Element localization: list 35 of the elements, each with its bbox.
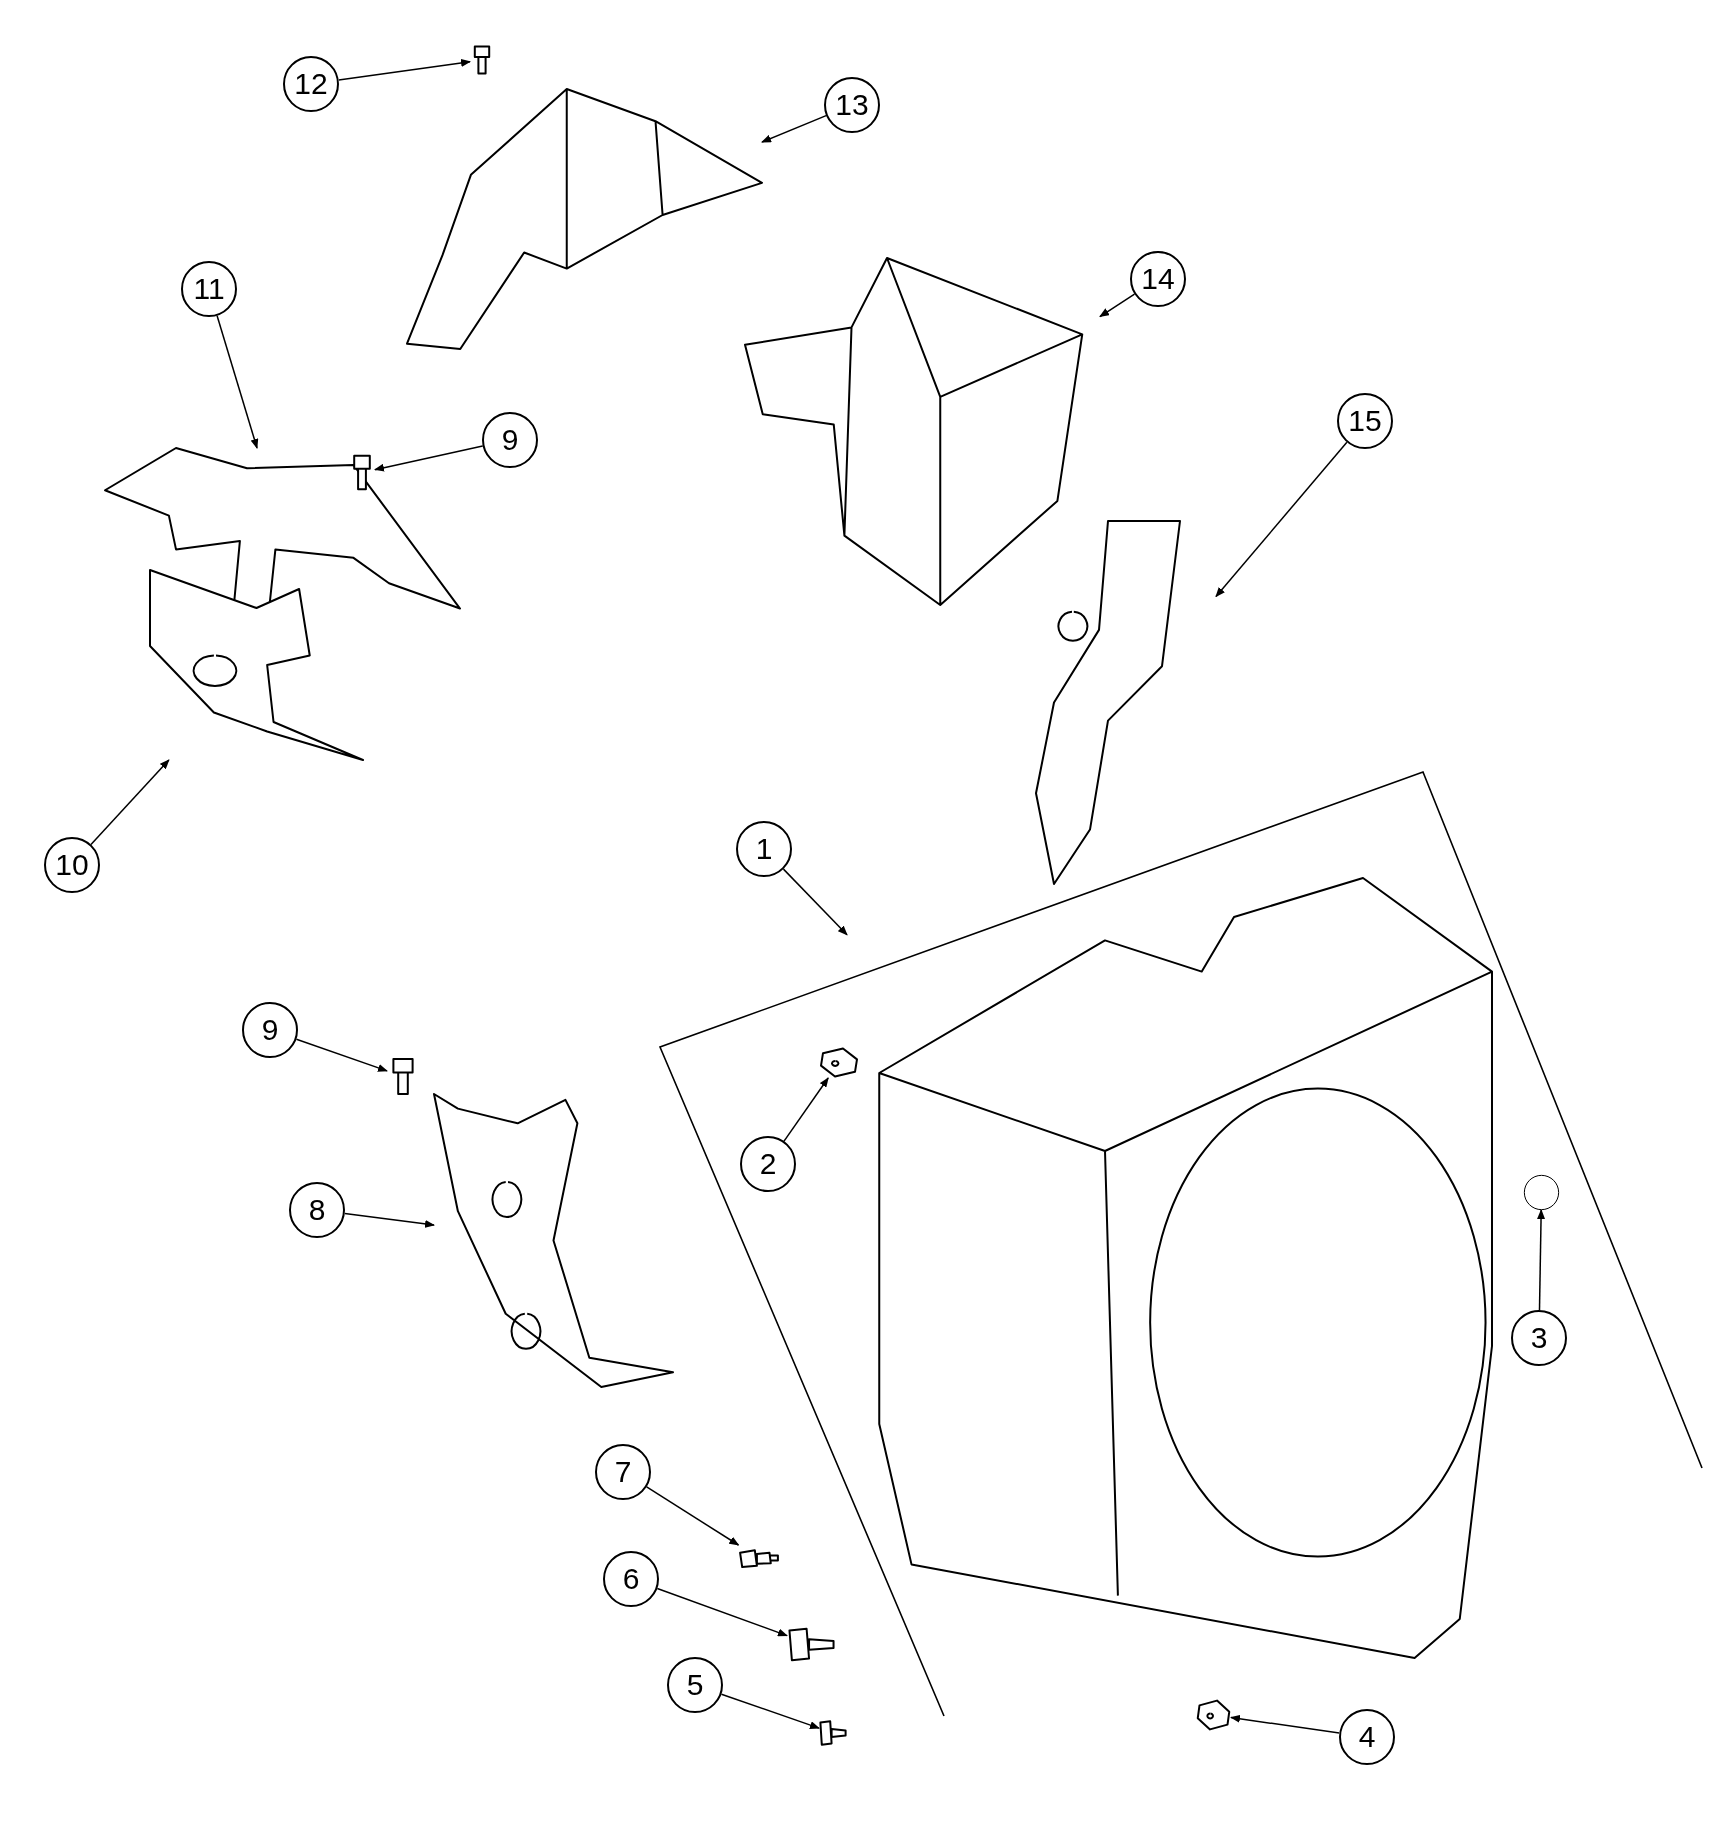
callout-number: 9 xyxy=(482,412,538,468)
callout-number: 1 xyxy=(736,821,792,877)
leader-arrow xyxy=(1215,441,1348,598)
callout-number: 13 xyxy=(824,77,880,133)
callout-number: 4 xyxy=(1339,1709,1395,1765)
leader-arrow xyxy=(1230,1714,1341,1734)
leader-arrow xyxy=(216,315,259,449)
leader-arrow xyxy=(338,58,471,81)
callout-number: 14 xyxy=(1130,251,1186,307)
nut-drawing xyxy=(1196,1699,1231,1731)
callout-number: 15 xyxy=(1337,393,1393,449)
leader-arrow xyxy=(645,1486,740,1546)
callout-number: 5 xyxy=(667,1657,723,1713)
leader-arrow xyxy=(374,445,484,472)
callout-number: 12 xyxy=(283,56,339,112)
leader-arrow xyxy=(1099,293,1136,318)
leader-arrow xyxy=(783,1077,829,1142)
callout-number: 8 xyxy=(289,1182,345,1238)
callout-number: 11 xyxy=(181,261,237,317)
plug-drawing xyxy=(1524,1175,1559,1210)
leader-arrow xyxy=(344,1212,435,1228)
callout-number: 9 xyxy=(242,1002,298,1058)
sheet-metal-shield-drawing xyxy=(434,1094,673,1387)
nut-drawing xyxy=(819,1047,859,1078)
screw-drawing xyxy=(787,1627,836,1662)
leader-arrow xyxy=(1537,1209,1546,1311)
callout-number: 7 xyxy=(595,1444,651,1500)
callout-number: 3 xyxy=(1511,1310,1567,1366)
callout-number: 2 xyxy=(740,1136,796,1192)
sheet-metal-shield-drawing xyxy=(150,570,363,760)
leader-arrow xyxy=(90,759,170,846)
leader-arrow xyxy=(782,868,848,936)
screw-drawing xyxy=(819,1720,847,1746)
callout-number: 6 xyxy=(603,1551,659,1607)
callout-number: 10 xyxy=(44,837,100,893)
